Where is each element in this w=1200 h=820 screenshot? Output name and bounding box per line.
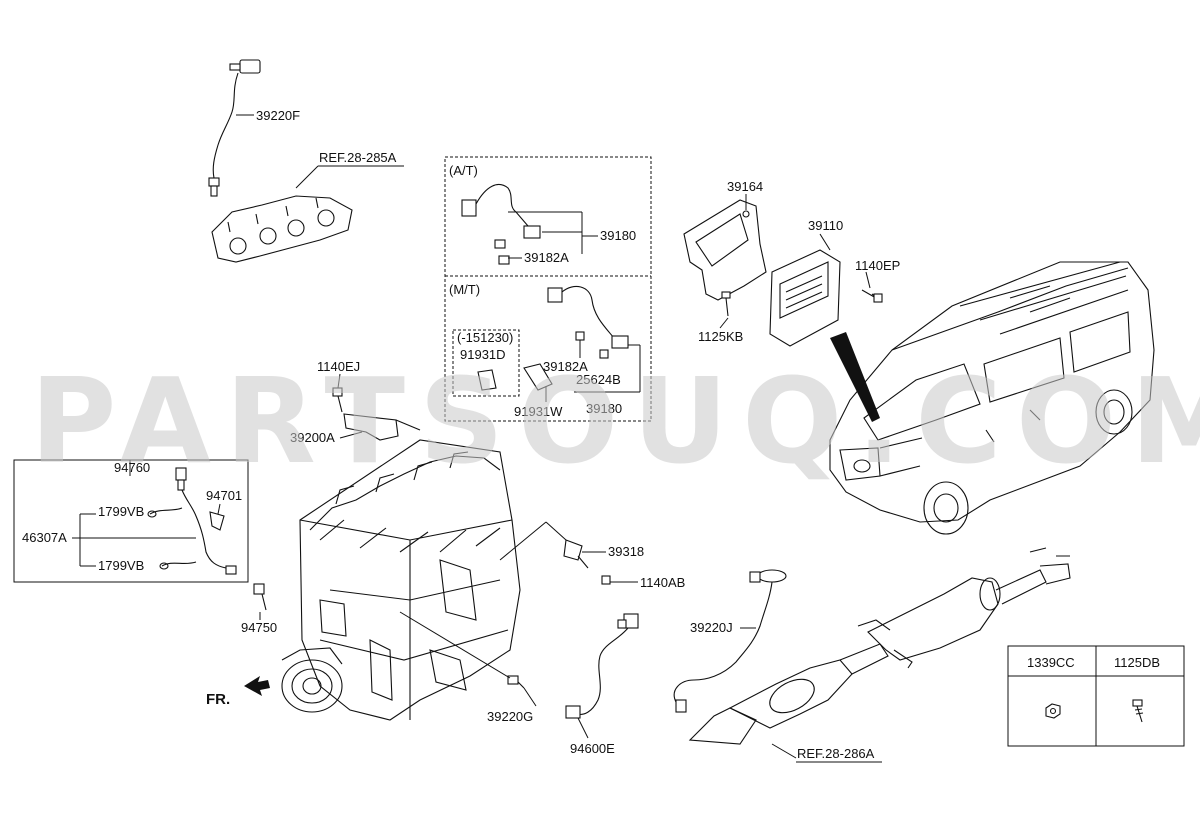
label-39180-mt[interactable]: 39180	[586, 401, 622, 416]
bolt-1140ej-drawing	[332, 387, 343, 413]
pressure-sensor-94760-drawing[interactable]	[175, 467, 237, 575]
label-39200a[interactable]: 39200A	[290, 430, 335, 445]
label-1799vb-a[interactable]: 1799VB	[98, 504, 144, 519]
legend-header-1125db[interactable]: 1125DB	[1114, 655, 1160, 670]
label-25624b[interactable]: 25624B	[576, 372, 621, 387]
label-1140ep[interactable]: 1140EP	[855, 258, 900, 273]
label-94760[interactable]: 94760	[114, 460, 150, 475]
leader-94600e	[577, 717, 589, 739]
bolt-1140ab-drawing	[601, 575, 611, 585]
label-39220f[interactable]: 39220F	[256, 108, 300, 123]
nut-1339cc-icon	[1045, 703, 1061, 719]
label-94701[interactable]: 94701	[206, 488, 242, 503]
label-1125kb[interactable]: 1125KB	[698, 329, 743, 344]
crank-pulley-drawing	[281, 647, 343, 713]
oxygen-sensor-39220g-drawing[interactable]	[507, 613, 639, 719]
label-39110[interactable]: 39110	[808, 218, 843, 233]
clamp-94701-drawing	[209, 511, 225, 531]
label-ref-28-285a[interactable]: REF.28-285A	[319, 150, 397, 165]
label-date-range: (-151230)	[457, 330, 513, 345]
front-arrow-icon	[244, 676, 270, 696]
engine-block-drawing	[299, 439, 521, 721]
group-label-at: (A/T)	[449, 163, 478, 178]
label-ref-28-286a[interactable]: REF.28-286A	[797, 746, 875, 761]
location-arrow	[830, 332, 880, 422]
leader-1140ep	[865, 271, 871, 289]
label-39182a-at[interactable]: 39182A	[524, 250, 569, 265]
bolt-1125kb-drawing	[721, 291, 731, 317]
ecu-module-drawing[interactable]	[769, 249, 841, 347]
bolt-1140ep-drawing	[861, 289, 883, 303]
sensor-kit-94760-box	[13, 459, 249, 583]
leader-1140ej	[337, 373, 341, 389]
bracket-91931d-drawing	[477, 369, 497, 391]
leader-ref28286a	[771, 743, 797, 759]
cam-sensor-39318-drawing[interactable]	[563, 539, 589, 569]
label-1140ab[interactable]: 1140AB	[640, 575, 685, 590]
date-range-box	[452, 329, 520, 397]
front-direction-label: FR.	[206, 691, 230, 708]
speed-sensor-mt-drawing[interactable]	[547, 285, 629, 359]
exhaust-manifold-drawing	[211, 195, 353, 263]
exhaust-system-drawing	[688, 547, 1071, 745]
leader-39110	[819, 233, 831, 251]
oxygen-sensor-39220j-drawing[interactable]	[673, 569, 787, 713]
leader-1125kb	[719, 317, 729, 329]
leader-39220g	[523, 687, 537, 707]
leader-ref28285a	[295, 165, 319, 189]
hose-1799vb-b-drawing	[159, 561, 197, 570]
label-39182a-mt[interactable]: 39182A	[543, 359, 588, 374]
label-39180-at[interactable]: 39180	[600, 228, 636, 243]
label-46307a[interactable]: 46307A	[22, 530, 67, 545]
leader-39200a	[339, 431, 363, 439]
label-1140ej[interactable]: 1140EJ	[317, 359, 360, 374]
label-91931w[interactable]: 91931W	[514, 404, 563, 419]
label-94600e[interactable]: 94600E	[570, 741, 615, 756]
speed-sensor-at-drawing[interactable]	[461, 184, 541, 265]
legend-table	[1007, 645, 1185, 747]
watermark: PARTSOUQ.COM	[30, 352, 1200, 490]
label-39220g[interactable]: 39220G	[487, 709, 533, 724]
bolt-1125db-icon	[1132, 699, 1144, 723]
leader-94701	[217, 503, 221, 515]
label-39164[interactable]: 39164	[727, 179, 763, 194]
oxygen-sensor-39220f-drawing[interactable]	[208, 59, 261, 197]
label-39318[interactable]: 39318	[608, 544, 644, 559]
label-94750[interactable]: 94750	[241, 620, 277, 635]
leader-39318-engine-b	[545, 521, 567, 541]
label-1799vb-b[interactable]: 1799VB	[98, 558, 144, 573]
leader-39220g-engine	[399, 611, 511, 679]
bracket-39200a-drawing	[343, 413, 421, 441]
ecu-bracket-drawing[interactable]	[683, 199, 767, 301]
hose-1799vb-a-drawing	[147, 507, 183, 518]
transmission-group-box	[444, 156, 652, 422]
legend-header-1339cc[interactable]: 1339CC	[1027, 655, 1075, 670]
label-39220j[interactable]: 39220J	[690, 620, 733, 635]
vehicle-van-drawing	[829, 261, 1155, 535]
bracket-91931w-drawing	[523, 363, 553, 391]
label-91931d[interactable]: 91931D	[460, 347, 506, 362]
sensor-94750-drawing	[253, 583, 267, 611]
group-label-mt: (M/T)	[449, 282, 480, 297]
leader-39318-engine	[499, 521, 547, 561]
